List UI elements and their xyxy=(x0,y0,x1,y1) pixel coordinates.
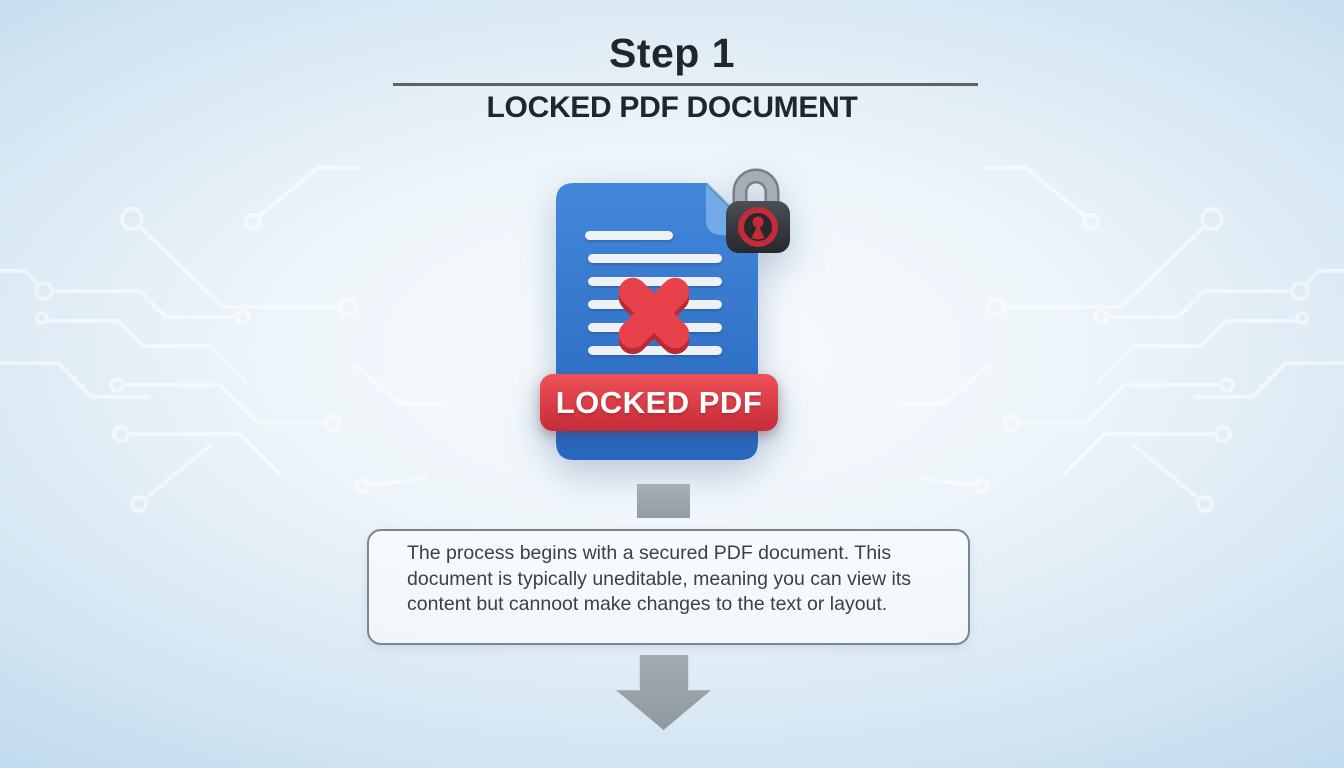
locked-pdf-illustration xyxy=(540,168,790,460)
cross-icon xyxy=(618,277,690,355)
step-heading: Step 1 xyxy=(608,30,736,76)
description-text: The process begins with a secured PDF do… xyxy=(407,542,912,615)
title-divider xyxy=(393,83,978,86)
description-box: The process begins with a secured PDF do… xyxy=(367,529,970,645)
page-title: LOCKED PDF DOCUMENT xyxy=(486,91,858,124)
locked-pdf-banner xyxy=(540,374,778,431)
padlock-icon xyxy=(726,168,790,253)
banner-label: LOCKED PDF xyxy=(555,384,763,420)
connector-block xyxy=(637,484,690,518)
